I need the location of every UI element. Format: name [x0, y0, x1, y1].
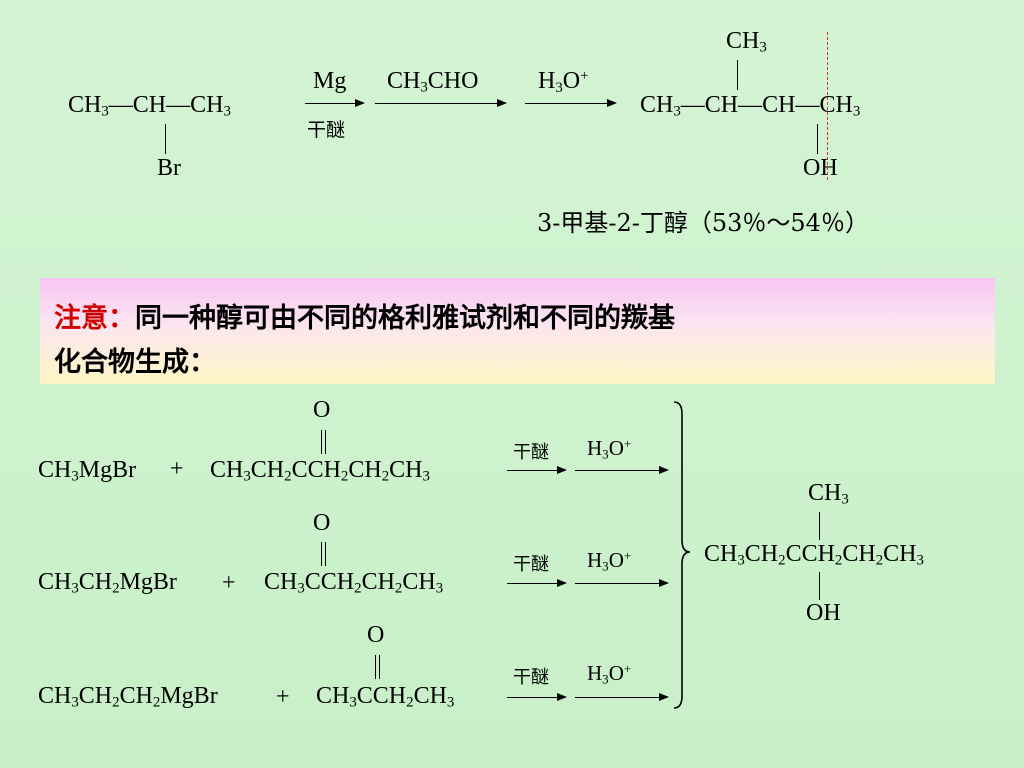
note-line-2: 化合物生成： — [54, 340, 216, 379]
carbonyl-o-1: O — [313, 397, 331, 423]
carbonyl-bond-1 — [321, 430, 326, 454]
carbonyl-2: CH3CCH2CH2CH3 — [264, 569, 444, 597]
cond1-1: 干醚 — [513, 442, 549, 463]
arrow3-reagent: H3O+ — [538, 68, 589, 96]
product-formula: CH3—CH—CH—CH3 — [640, 92, 861, 120]
grignard-2: CH3CH2MgBr — [38, 569, 177, 597]
carbonyl-1: CH3CH2CCH2CH2CH3 — [210, 457, 430, 485]
grignard-1: CH3MgBr — [38, 457, 137, 485]
cond2-1: H3O+ — [587, 436, 632, 462]
arrow-2a — [507, 579, 567, 587]
carbonyl-3: CH3CCH2CH3 — [316, 683, 455, 711]
arrow-3a — [507, 693, 567, 701]
arrow3 — [525, 99, 617, 107]
cleavage-line — [827, 32, 828, 180]
reactant-formula: CH3—CH—CH3 — [68, 92, 231, 120]
plus-2: + — [222, 570, 236, 596]
final-methyl: CH3 — [808, 480, 849, 508]
arrow-1a — [507, 466, 567, 474]
cond2-3: H3O+ — [587, 661, 632, 687]
note-head: 注意： — [54, 303, 135, 334]
arrow2 — [375, 99, 507, 107]
arrow1-solvent: 干醚 — [307, 119, 346, 141]
note-line-1: 注意：同一种醇可由不同的格利雅试剂和不同的羰基 — [54, 296, 675, 335]
arrow1-reagent: Mg — [313, 68, 347, 94]
final-hydroxyl: OH — [806, 600, 841, 626]
grignard-3: CH3CH2CH2MgBr — [38, 683, 218, 711]
cond1-2: 干醚 — [513, 554, 549, 575]
product-name: 3-甲基-2-丁醇（53％～54％） — [537, 209, 869, 237]
cond2-2: H3O+ — [587, 548, 632, 574]
final-methyl-bond — [819, 512, 820, 540]
carbonyl-o-2: O — [313, 510, 331, 536]
carbonyl-bond-2 — [321, 542, 326, 566]
note-text-1: 同一种醇可由不同的格利雅试剂和不同的羰基 — [135, 303, 675, 334]
final-formula: CH3CH2CCH2CH2CH3 — [704, 541, 924, 569]
final-oh-bond — [819, 572, 820, 600]
arrow1 — [305, 99, 365, 107]
right-brace — [673, 401, 691, 709]
arrow-2b — [575, 579, 669, 587]
product-hydroxyl: OH — [803, 155, 838, 181]
product-oh-bond — [817, 124, 818, 154]
reactant-bond — [165, 124, 166, 154]
plus-3: + — [276, 684, 290, 710]
plus-1: + — [170, 456, 184, 482]
product-methyl-bond — [737, 60, 738, 90]
note-text-2: 化合物生成： — [54, 347, 216, 378]
cond1-3: 干醚 — [513, 667, 549, 688]
product-methyl: CH3 — [726, 28, 767, 56]
carbonyl-bond-3 — [375, 655, 380, 679]
arrow-1b — [575, 466, 669, 474]
note-box: 注意：同一种醇可由不同的格利雅试剂和不同的羰基 化合物生成： — [40, 278, 995, 384]
arrow-3b — [575, 693, 669, 701]
arrow2-reagent: CH3CHO — [387, 68, 479, 96]
carbonyl-o-3: O — [367, 622, 385, 648]
reactant-substituent: Br — [157, 155, 181, 181]
